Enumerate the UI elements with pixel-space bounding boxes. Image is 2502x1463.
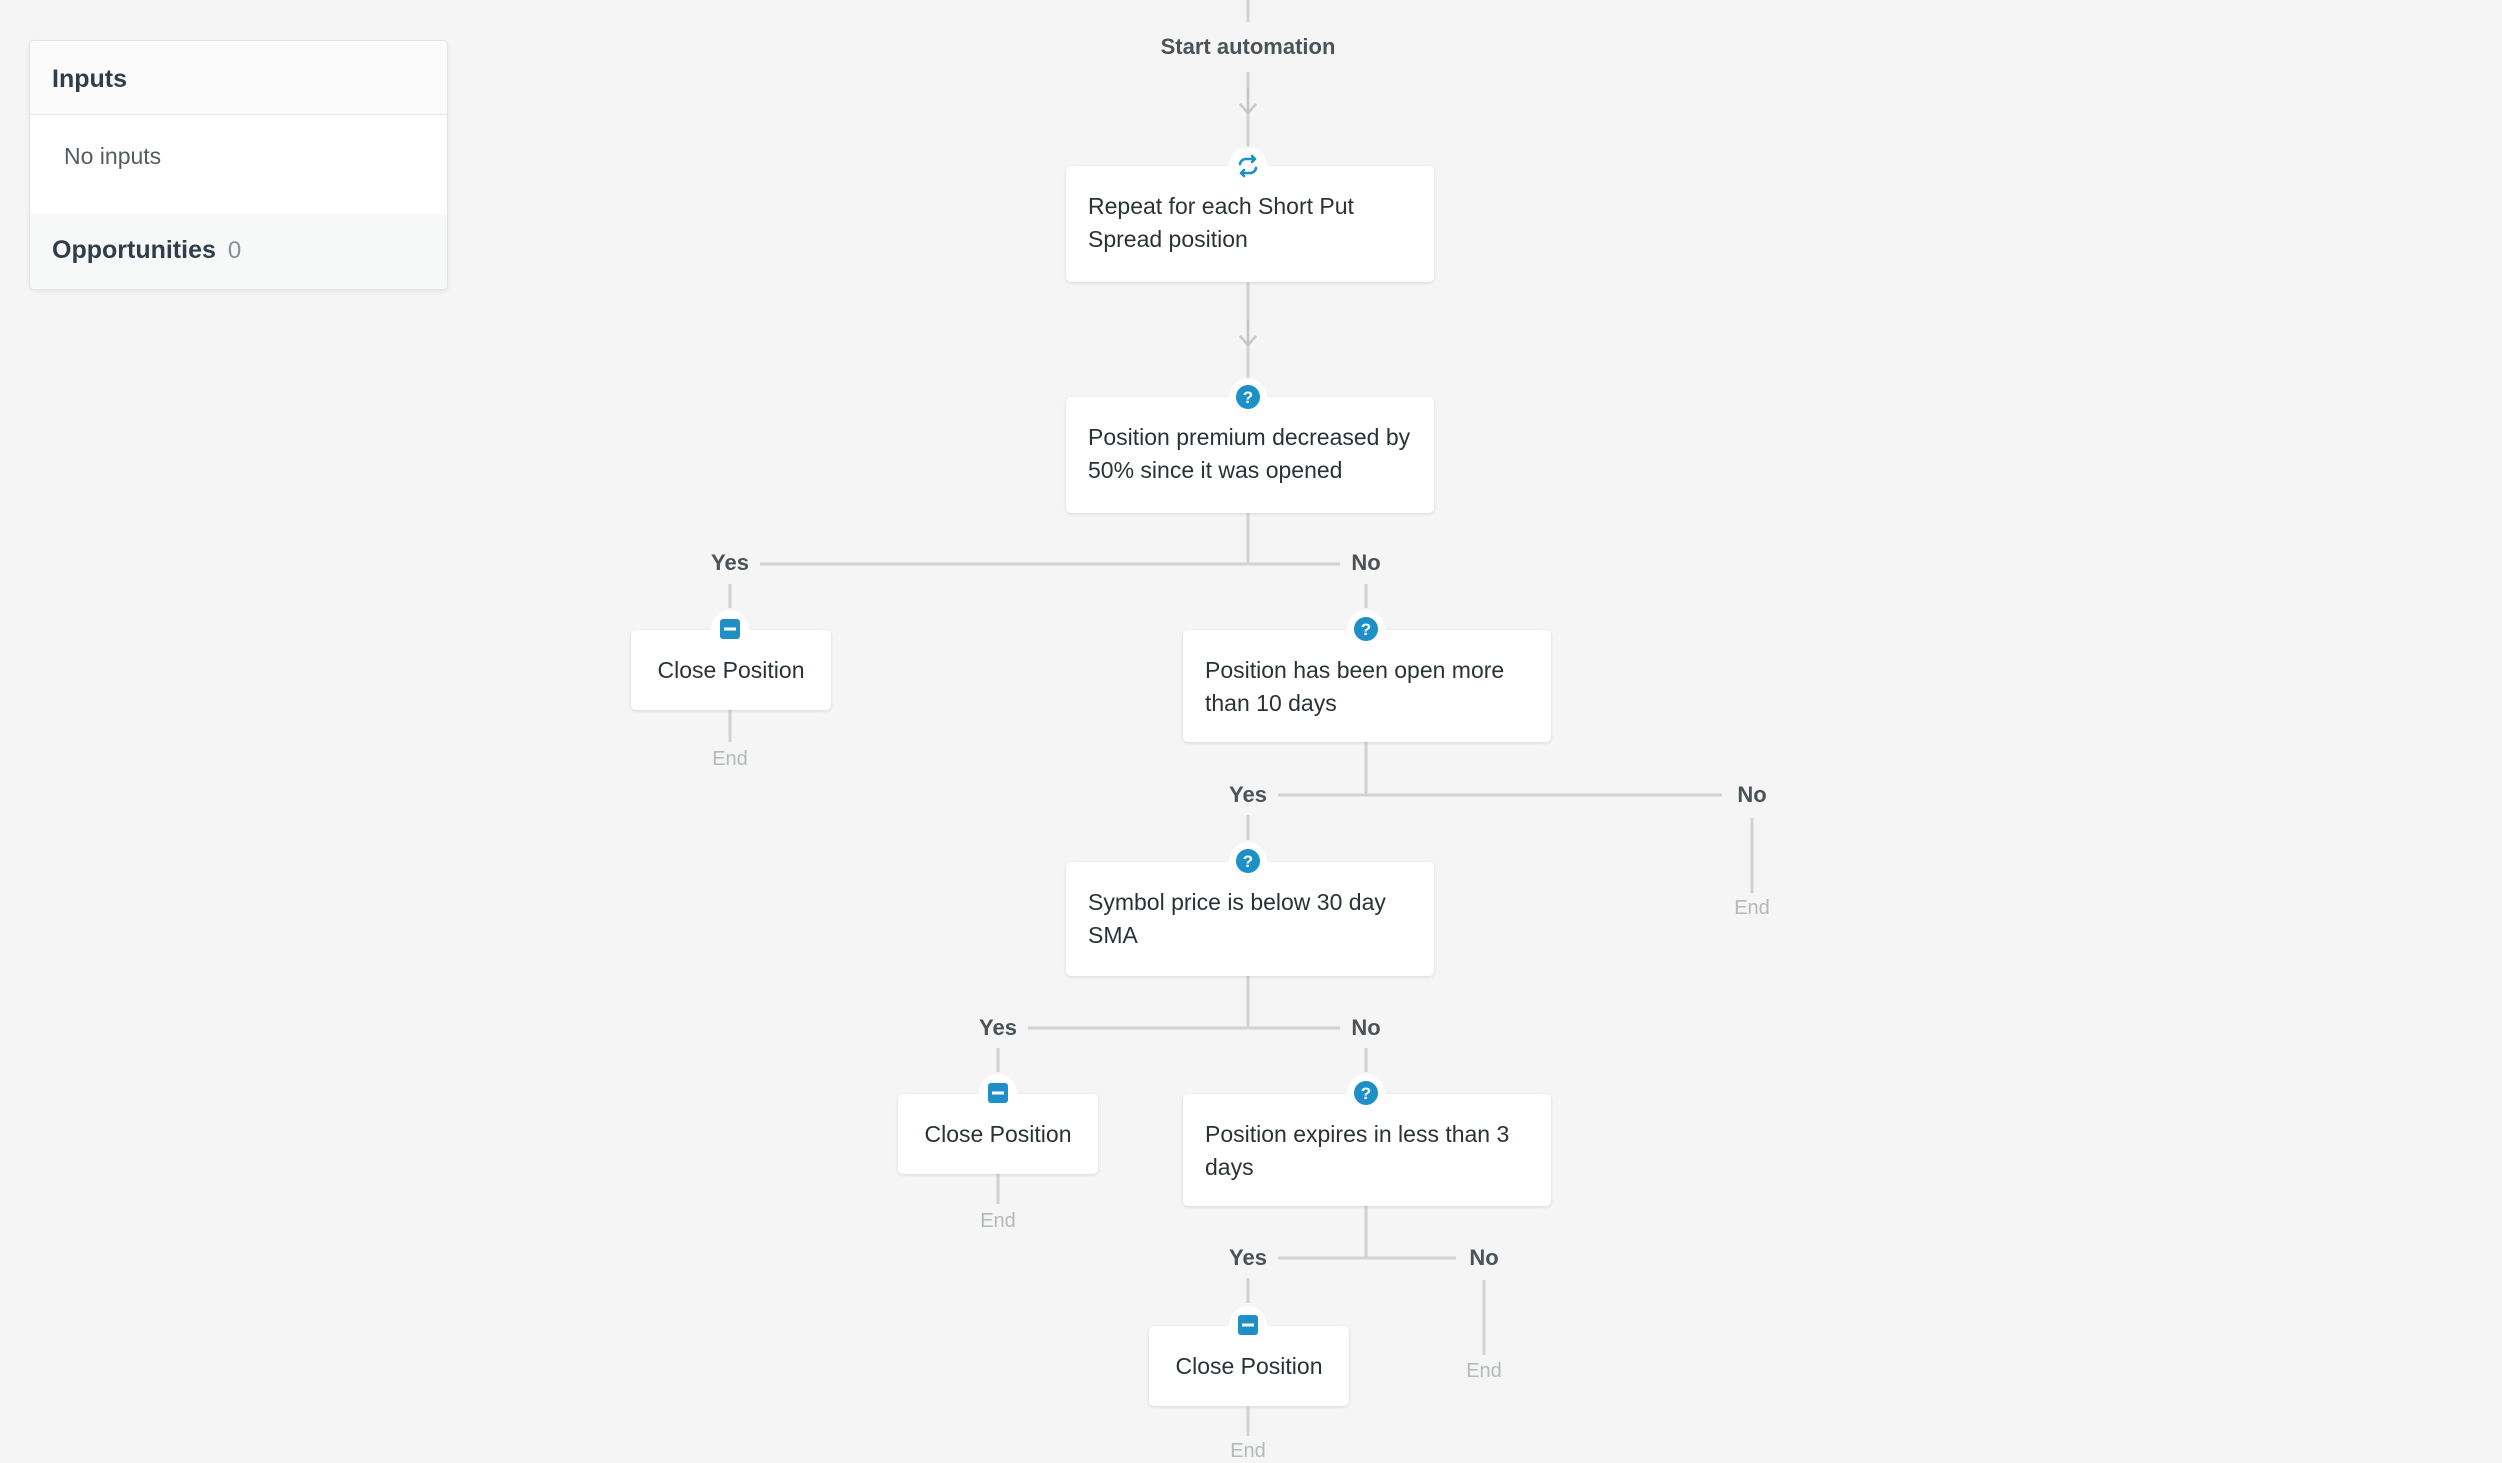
opportunities-row[interactable]: Opportunities 0 (30, 214, 447, 289)
branch-yes-label: Yes (971, 1015, 1025, 1041)
end-label: End (1734, 897, 1770, 919)
inputs-panel: Inputs No inputs Opportunities 0 (29, 40, 448, 290)
question-icon: ? (1229, 842, 1267, 880)
branch-no-label: No (1461, 1245, 1507, 1271)
end-label: End (980, 1210, 1016, 1232)
no-inputs-text: No inputs (30, 115, 447, 214)
svg-text:?: ? (1243, 388, 1253, 407)
svg-text:?: ? (1361, 1084, 1371, 1103)
minus-square-icon (979, 1074, 1017, 1112)
branch-no-label: No (1343, 1015, 1389, 1041)
inputs-title: Inputs (30, 41, 447, 115)
branch-yes-label: Yes (703, 550, 757, 576)
branch-yes-label: Yes (1221, 782, 1275, 808)
end-label: End (1466, 1360, 1502, 1382)
repeat-icon (1229, 147, 1267, 185)
opportunities-label: Opportunities (52, 236, 216, 264)
end-label: End (1230, 1440, 1266, 1462)
question-icon: ? (1347, 1074, 1385, 1112)
svg-text:?: ? (1243, 852, 1253, 871)
minus-square-icon (1229, 1306, 1267, 1344)
condition-node-open-days[interactable]: Position has been open more than 10 days (1183, 630, 1551, 742)
opportunities-count: 0 (227, 237, 242, 264)
start-automation-label: Start automation (1160, 34, 1336, 59)
branch-no-label: No (1729, 782, 1775, 808)
svg-text:?: ? (1361, 620, 1371, 639)
flow-arrows (1239, 88, 1257, 347)
repeat-step-node[interactable]: Repeat for each Short Put Spread positio… (1066, 166, 1434, 282)
question-icon: ? (1347, 610, 1385, 648)
end-label: End (712, 748, 748, 770)
branch-no-label: No (1343, 550, 1389, 576)
condition-node-sma[interactable]: Symbol price is below 30 day SMA (1066, 862, 1434, 976)
condition-node-premium[interactable]: Position premium decreased by 50% since … (1066, 397, 1434, 513)
condition-node-expiry[interactable]: Position expires in less than 3 days (1183, 1094, 1551, 1206)
minus-square-icon (711, 610, 749, 648)
question-icon: ? (1229, 378, 1267, 416)
branch-yes-label: Yes (1221, 1245, 1275, 1271)
